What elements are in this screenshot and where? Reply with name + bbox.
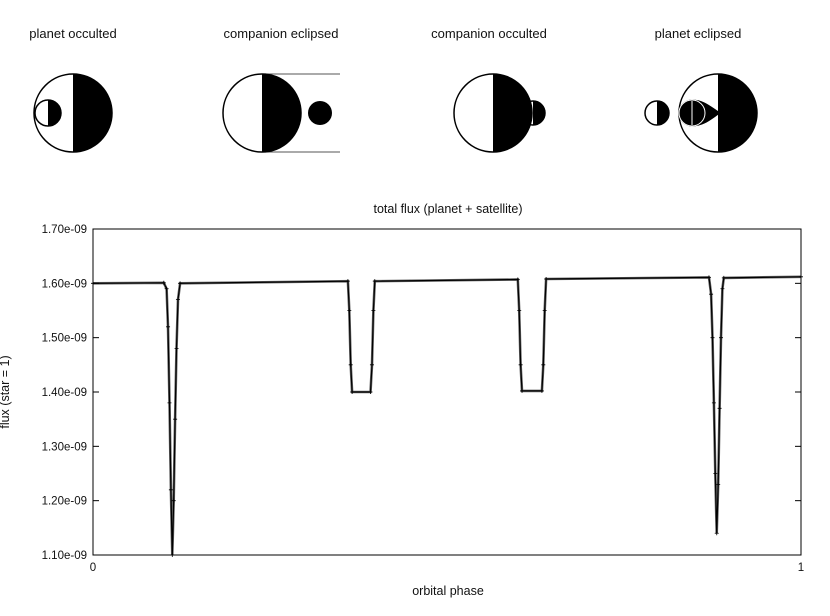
data-point xyxy=(520,388,525,393)
planet-outline xyxy=(678,99,706,127)
data-point xyxy=(350,390,355,394)
data-point xyxy=(541,362,546,367)
star-dark-half xyxy=(73,74,112,152)
data-point xyxy=(371,308,376,313)
data-point xyxy=(174,346,179,351)
data-point xyxy=(518,362,523,367)
diagram-planet-occulted xyxy=(33,73,113,153)
x-tick-label: 0 xyxy=(90,562,96,574)
data-point xyxy=(164,286,169,291)
data-point xyxy=(369,362,374,367)
data-point xyxy=(544,276,549,281)
y-tick-label: 1.40e-09 xyxy=(42,387,87,399)
label-planet-eclipsed: planet eclipsed xyxy=(654,26,742,41)
data-point xyxy=(161,280,166,285)
y-tick-label: 1.60e-09 xyxy=(42,278,87,290)
data-point xyxy=(173,417,178,422)
data-point xyxy=(706,275,711,280)
data-point xyxy=(717,406,722,411)
data-point xyxy=(178,281,183,286)
data-point xyxy=(711,400,716,405)
data-point xyxy=(515,277,520,282)
star-dark-half xyxy=(262,74,301,152)
data-point xyxy=(168,487,173,492)
x-tick-label: 1 xyxy=(798,562,804,574)
data-point xyxy=(348,362,353,367)
star-dark-half xyxy=(718,74,757,152)
x-axis-title: orbital phase xyxy=(412,584,484,598)
data-point xyxy=(539,388,544,393)
companion-disk-dark xyxy=(308,101,332,125)
data-point xyxy=(720,286,725,291)
data-point xyxy=(166,324,171,329)
data-point xyxy=(372,279,377,284)
companion-dark-half xyxy=(657,101,669,125)
diagram-companion-occulted xyxy=(453,73,546,153)
chart-title: total flux (planet + satellite) xyxy=(373,202,522,216)
y-tick-label: 1.20e-09 xyxy=(42,496,87,508)
label-companion-eclipsed: companion eclipsed xyxy=(223,26,339,41)
star-dark-half xyxy=(493,74,532,152)
flux-series-line xyxy=(92,276,802,556)
y-tick-label: 1.30e-09 xyxy=(42,441,87,453)
data-point xyxy=(542,308,547,313)
y-tick-label: 1.70e-09 xyxy=(42,224,87,236)
data-point xyxy=(710,335,715,340)
diagram-companion-eclipsed xyxy=(222,73,340,153)
y-tick-label: 1.10e-09 xyxy=(42,550,87,562)
data-point xyxy=(347,308,352,313)
data-point xyxy=(714,531,719,536)
data-point xyxy=(709,292,714,297)
data-point xyxy=(721,275,726,280)
data-point xyxy=(345,279,350,284)
label-companion-occulted: companion occulted xyxy=(431,26,547,41)
data-point xyxy=(713,471,718,476)
plot-frame xyxy=(92,228,802,556)
flux-chart: 1.10e-09 1.20e-09 1.30e-09 1.40e-09 1.50e-09… xyxy=(42,224,805,574)
companion-dark-half xyxy=(533,101,545,125)
diagram-planet-eclipsed xyxy=(644,73,758,153)
y-axis-title: flux (star = 1) xyxy=(0,355,12,428)
flux-series-line-bold xyxy=(92,275,802,556)
data-point xyxy=(171,498,176,503)
companion-dark-half xyxy=(48,100,61,126)
y-tick-label: 1.50e-09 xyxy=(42,333,87,345)
data-point xyxy=(175,297,180,302)
data-point xyxy=(167,400,172,405)
data-point xyxy=(716,482,721,487)
data-point xyxy=(368,390,373,394)
data-point xyxy=(718,335,723,340)
label-planet-occulted: planet occulted xyxy=(29,26,117,41)
data-point xyxy=(517,308,522,313)
